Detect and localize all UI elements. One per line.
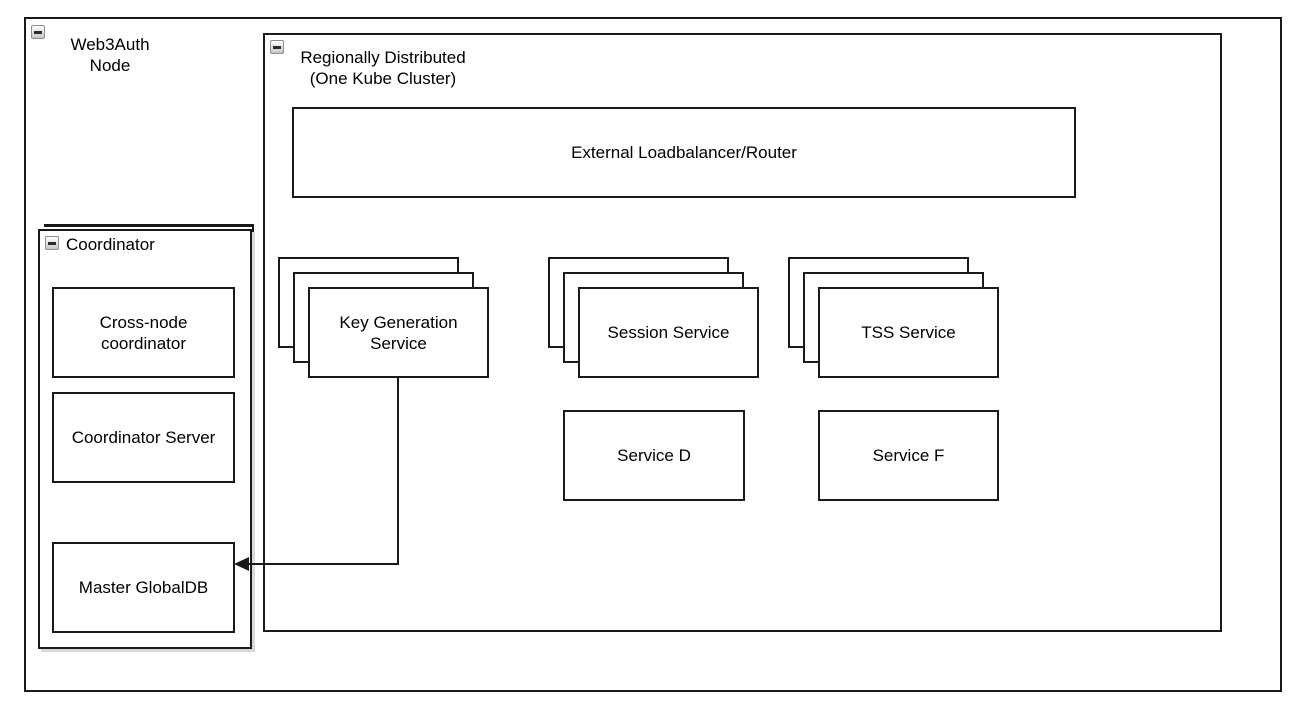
key-generation-service-node: Key Generation Service [308,287,489,378]
tss-service-node: TSS Service [818,287,999,378]
coordinator-collapse-minus-icon[interactable] [45,236,59,250]
service-d-node: Service D [563,410,745,501]
service-d-label: Service D [617,446,691,465]
web3auth-node-label: Web3Auth Node [70,35,150,75]
tss-service-label: TSS Service [861,323,956,342]
coordinator-label: Coordinator [66,235,155,254]
external-loadbalancer-label: External Loadbalancer/Router [571,143,797,162]
master-globaldb-label: Master GlobalDB [78,578,209,597]
regionally-distributed-label: Regionally Distributed (One Kube Cluster… [300,48,466,88]
key-generation-service-label: Key Generation Service [339,312,458,353]
master-globaldb-node: Master GlobalDB [52,542,235,633]
regionally-distributed-collapse-minus-icon[interactable] [270,40,284,54]
session-service-node: Session Service [578,287,759,378]
service-f-node: Service F [818,410,999,501]
external-loadbalancer-node: External Loadbalancer/Router [292,107,1076,198]
coordinator-backsheet [44,224,254,240]
coordinator-server-node: Coordinator Server [52,392,235,483]
web3auth-node-collapse-minus-icon[interactable] [31,25,45,39]
cross-node-coordinator-label: Cross-node coordinator [99,312,188,353]
cross-node-coordinator-node: Cross-node coordinator [52,287,235,378]
session-service-label: Session Service [607,323,730,342]
service-f-label: Service F [872,446,945,465]
coordinator-server-label: Coordinator Server [71,428,216,447]
